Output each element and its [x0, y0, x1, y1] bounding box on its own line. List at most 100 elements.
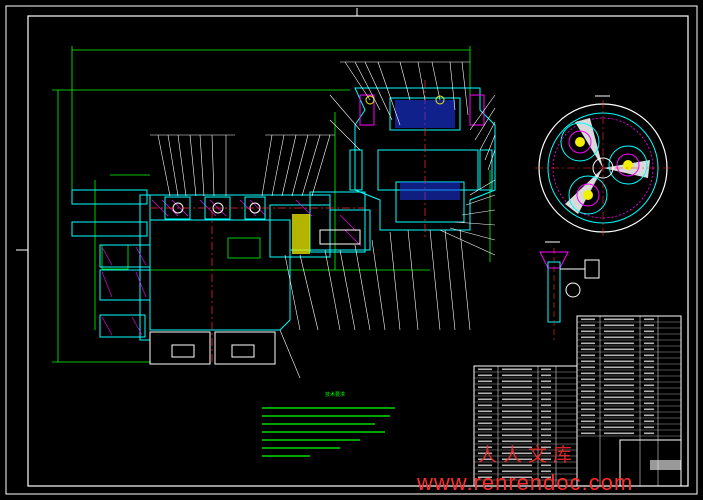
bom-entry [478, 410, 492, 413]
bom-entry [478, 440, 492, 443]
bom-entry [478, 452, 492, 455]
bom-entry [478, 476, 492, 479]
bom-entry [644, 336, 654, 339]
gearbox-housing [71, 189, 371, 341]
watermark-url: www.renrendoc.com [417, 470, 634, 495]
bom-entry [604, 390, 634, 393]
bom-entry [502, 392, 532, 395]
bom-entry [581, 372, 595, 375]
bom-entry [581, 336, 595, 339]
bom-entry [581, 390, 595, 393]
notes-title: 技术要求 [325, 391, 345, 398]
bom-entry [644, 426, 654, 429]
section-hatching [101, 199, 362, 336]
bom-entry [581, 420, 595, 423]
bom-entry [644, 396, 654, 399]
bom-entry [581, 384, 595, 387]
bom-entry [478, 398, 492, 401]
bom-entry [581, 324, 595, 327]
bom-entry [478, 434, 492, 437]
bom-entry [644, 348, 654, 351]
bom-entry [502, 374, 532, 377]
bom-entry [541, 374, 551, 377]
shaft-bearings [150, 196, 365, 254]
bom-entry [478, 470, 492, 473]
bom-entry [541, 464, 551, 467]
watermark-brand: 人人文库 [478, 445, 579, 466]
bom-entry [541, 476, 551, 479]
bom-entry [604, 324, 634, 327]
bom-entry [644, 384, 654, 387]
bom-entry [581, 342, 595, 345]
section-view-a [535, 95, 671, 236]
bom-entry [581, 378, 595, 381]
bom-entry [478, 422, 492, 425]
bom-entry [541, 398, 551, 401]
bom-entry [541, 380, 551, 383]
bom-entry [502, 458, 532, 461]
bom-entry [581, 354, 595, 357]
bom-entry [604, 372, 634, 375]
bom-entry [644, 342, 654, 345]
bom-entry [502, 398, 532, 401]
bom-entry [541, 428, 551, 431]
bom-entry [541, 440, 551, 443]
bom-entry [604, 408, 634, 411]
bom-entry [502, 476, 532, 479]
bom-entry [541, 386, 551, 389]
bom-entry [581, 330, 595, 333]
bom-entry [502, 452, 532, 455]
part-leaders-reducer [329, 61, 496, 256]
bom-entry [478, 374, 492, 377]
bom-entry [604, 348, 634, 351]
bom-entry [541, 446, 551, 449]
bom-entry [581, 402, 595, 405]
bom-entry [541, 470, 551, 473]
bom-entry [502, 470, 532, 473]
part-leaders-bottom [279, 229, 471, 379]
outer-frame [5, 5, 698, 495]
bom-entry [502, 404, 532, 407]
bom-entry [644, 330, 654, 333]
bom-entry [604, 330, 634, 333]
bom-entry [581, 348, 595, 351]
bom-entry [581, 396, 595, 399]
part-leaders-top [150, 134, 335, 197]
bom-entry [581, 366, 595, 369]
bom-entry [502, 422, 532, 425]
bom-entry [541, 452, 551, 455]
bom-entry [502, 368, 532, 371]
bom-entry [581, 426, 595, 429]
bom-entry [604, 342, 634, 345]
bom-entry [502, 428, 532, 431]
bom-entry [478, 380, 492, 383]
bom-entry [478, 446, 492, 449]
bom-entry [644, 390, 654, 393]
bom-entry [502, 380, 532, 383]
bom-entry [478, 404, 492, 407]
bom-entry [502, 416, 532, 419]
bom-entry [644, 372, 654, 375]
bom-entry [604, 396, 634, 399]
bom-entry [581, 414, 595, 417]
bom-entry [478, 386, 492, 389]
bom-entry [604, 384, 634, 387]
bom-entry [581, 360, 595, 363]
bom-entry [604, 432, 634, 435]
detail-view-b [539, 241, 600, 340]
bom-entry [502, 440, 532, 443]
bom-entry [604, 420, 634, 423]
bom-entry [604, 354, 634, 357]
bom-entry [502, 434, 532, 437]
bom-entry [478, 368, 492, 371]
bom-entry [478, 428, 492, 431]
bom-entry [644, 318, 654, 321]
bom-entry [541, 392, 551, 395]
bom-entry [644, 408, 654, 411]
bom-entry [478, 392, 492, 395]
bom-entry [502, 446, 532, 449]
technical-notes: 技术要求 [262, 391, 395, 457]
bom-entry [541, 404, 551, 407]
bom-entry [644, 432, 654, 435]
